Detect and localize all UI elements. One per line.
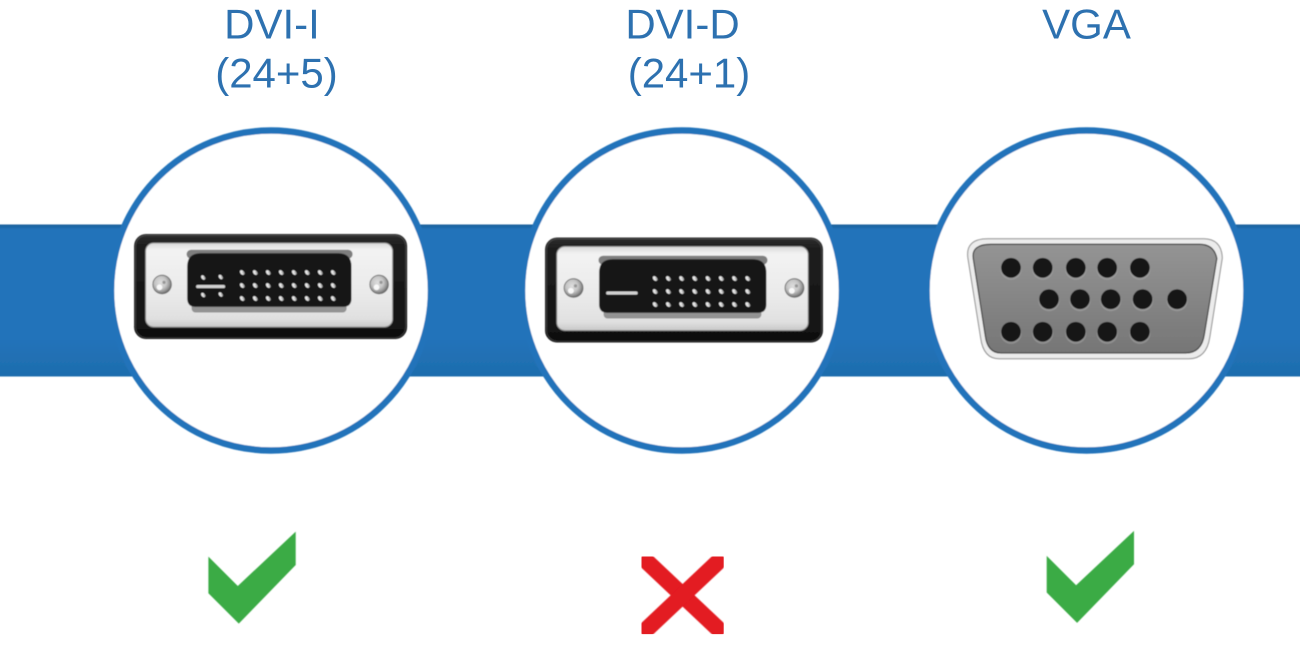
svg-text:VGA: VGA bbox=[1042, 1, 1131, 48]
svg-text:(24+1): (24+1) bbox=[628, 50, 751, 97]
svg-text:DVI-I: DVI-I bbox=[224, 1, 320, 48]
svg-text:DVI-D: DVI-D bbox=[625, 1, 739, 48]
svg-text:(24+5): (24+5) bbox=[215, 50, 338, 97]
